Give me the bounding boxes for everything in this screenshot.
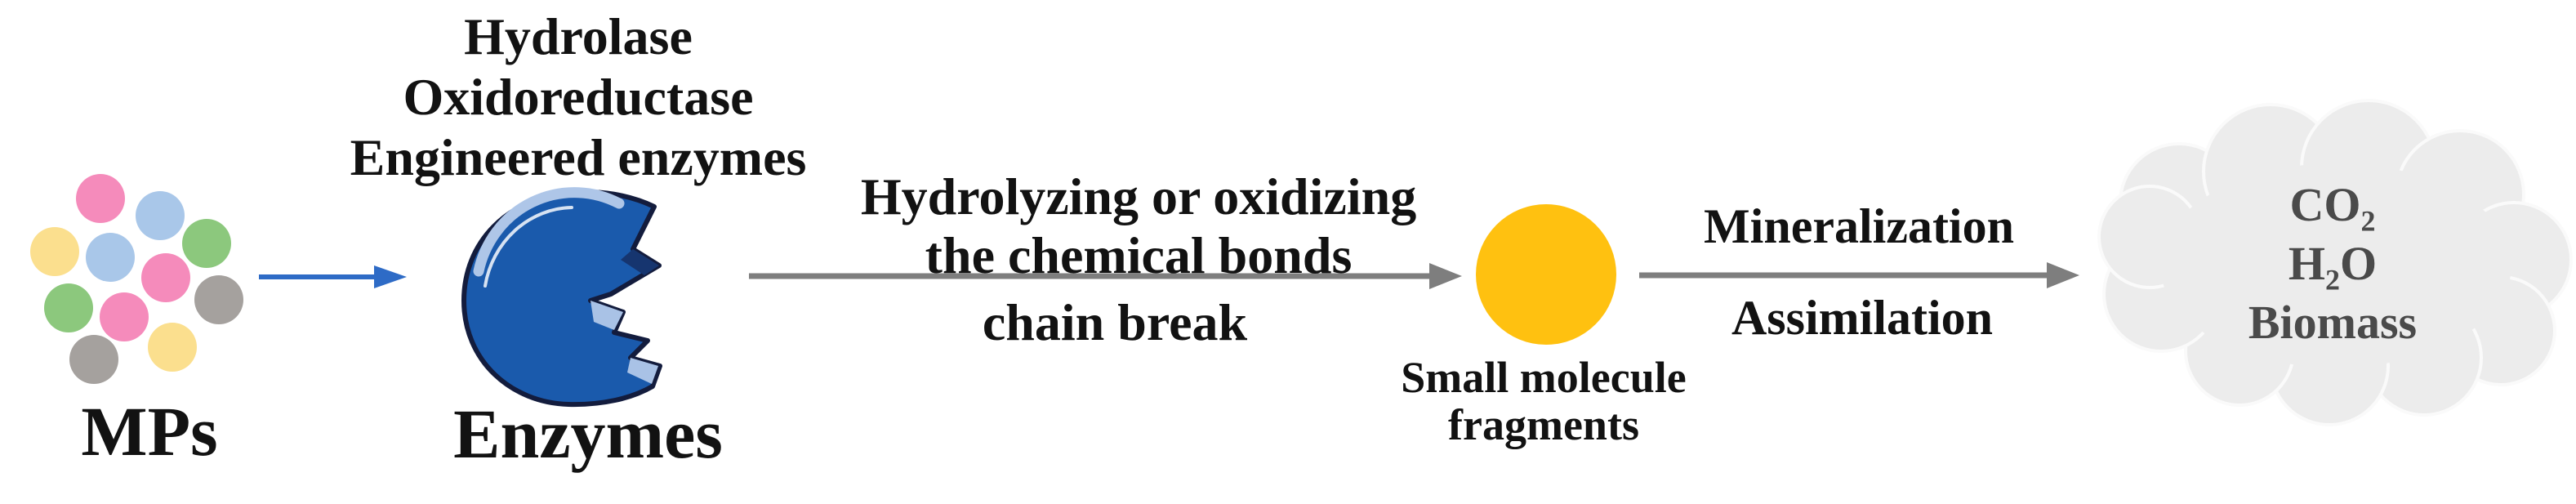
fragments-label-line1: Small molecule xyxy=(1401,353,1687,402)
enzyme-heading-line3: Engineered enzymes xyxy=(350,128,807,186)
reaction1-line1: Hydrolyzing or oxidizing xyxy=(860,167,1417,225)
arrow-enzymes-to-fragments xyxy=(749,263,1462,289)
mp-dot xyxy=(86,233,135,282)
arrow-mps-to-enzymes xyxy=(259,265,407,288)
products-cloud xyxy=(2097,99,2573,426)
products-text: CO2 H2O Biomass xyxy=(2248,176,2417,352)
enzyme-icon xyxy=(461,187,662,408)
cloud-bumps xyxy=(2097,99,2573,426)
arrow-fragments-to-products xyxy=(1639,262,2079,288)
mp-dot xyxy=(69,335,118,384)
co2-label: CO2 xyxy=(2289,178,2376,238)
enzyme-highlight-soft xyxy=(484,206,573,288)
enzyme-facet-dark xyxy=(621,249,659,275)
enzyme-highlight xyxy=(473,187,625,277)
fragments-label: Small molecule fragments xyxy=(1401,354,1686,448)
mp-dot xyxy=(141,253,190,302)
mp-dot xyxy=(30,227,79,276)
h2o-label: H2O xyxy=(2288,237,2378,297)
arrow-head xyxy=(1429,263,1462,289)
mp-dot xyxy=(182,219,231,268)
enzyme-heading-line1: Hydrolase xyxy=(464,7,693,65)
arrow-head xyxy=(2047,262,2079,288)
mp-dot xyxy=(44,283,93,332)
mps-cluster xyxy=(30,174,243,384)
reaction1-text: Hydrolyzing or oxidizing the chemical bo… xyxy=(861,167,1416,285)
mp-dot xyxy=(100,292,149,341)
mp-dot xyxy=(148,323,197,372)
reaction1-line2: the chemical bonds xyxy=(925,226,1353,284)
enzyme-heading-line2: Oxidoreductase xyxy=(403,68,754,126)
enzyme-facet-light-mid xyxy=(591,301,623,330)
mps-label: MPs xyxy=(81,392,218,471)
chain-break-label: chain break xyxy=(982,293,1248,351)
arrow-head xyxy=(374,265,407,288)
fragments-label-line2: fragments xyxy=(1448,400,1639,449)
mp-dot xyxy=(194,275,243,324)
mp-dot xyxy=(76,174,125,223)
biomass-label: Biomass xyxy=(2248,296,2418,349)
assimilation-label: Assimilation xyxy=(1731,291,1994,345)
mp-dot xyxy=(136,191,185,240)
enzyme-facet-light-low xyxy=(627,358,658,384)
enzyme-heading: Hydrolase Oxidoreductase Engineered enzy… xyxy=(350,7,807,188)
mps-dots xyxy=(30,174,243,384)
enzymes-label: Enzymes xyxy=(453,395,723,473)
mineralization-label: Mineralization xyxy=(1704,199,2014,253)
small-molecule-circle xyxy=(1476,204,1616,345)
